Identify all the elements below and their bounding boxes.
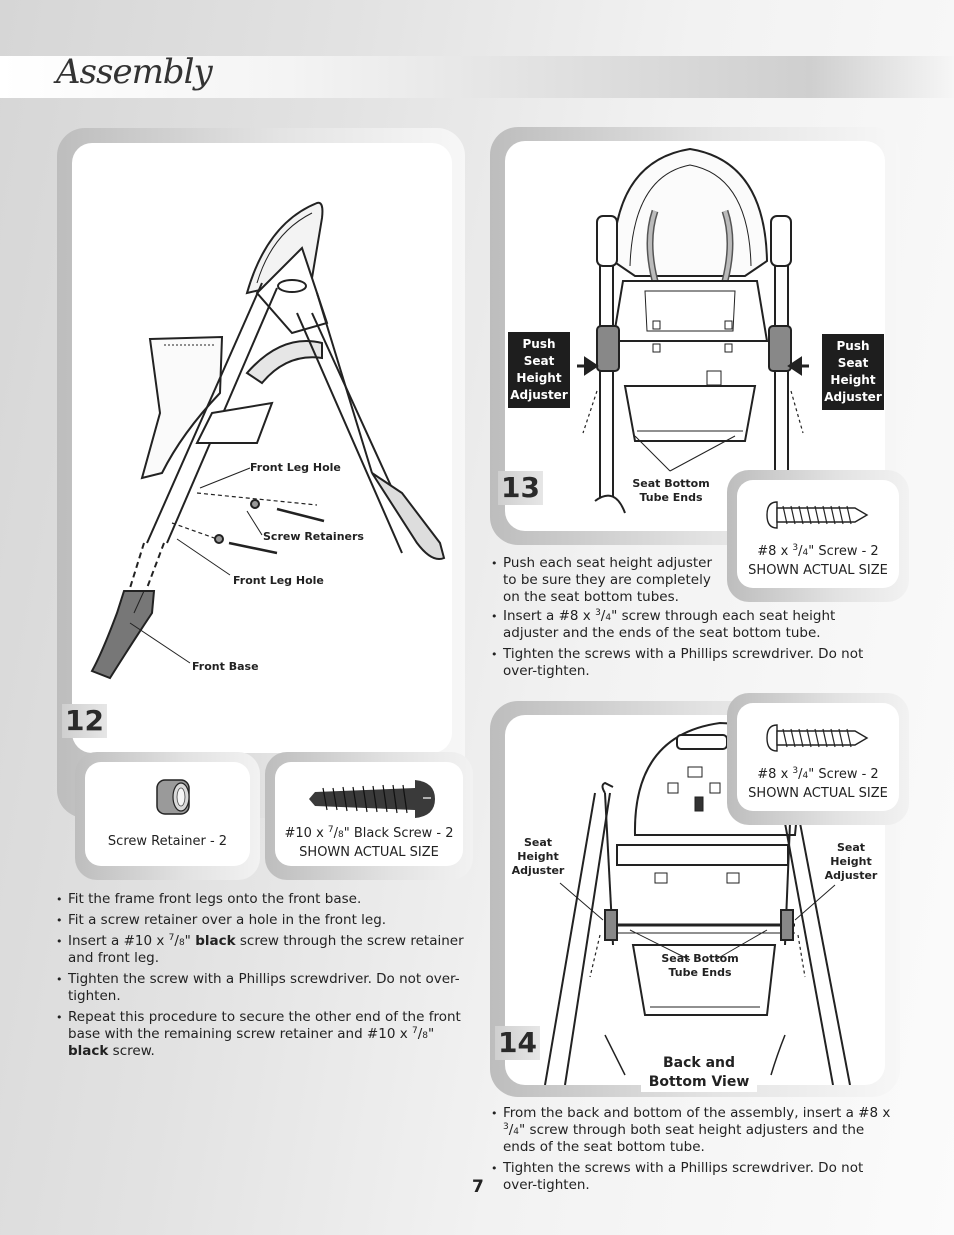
screw-8-label-13-a: #8 x [757, 544, 793, 559]
high-chair-front-view-illustration [577, 147, 809, 514]
callout-front-leg-hole-bottom: Front Leg Hole [233, 574, 324, 587]
step14-diagram [505, 715, 885, 1085]
step12-i3-den: 8 [178, 938, 185, 948]
screw-card-14: #8 x 3/4" Screw - 2 SHOWN ACTUAL SIZE [727, 693, 909, 825]
screw-card-14-inner: #8 x 3/4" Screw - 2 SHOWN ACTUAL SIZE [737, 703, 899, 811]
screw-8-actual-size-14: SHOWN ACTUAL SIZE [748, 786, 888, 801]
step12-i3-b: " [184, 933, 196, 949]
push-seat-height-adjuster-left: Push Seat Height Adjuster [508, 332, 570, 408]
step12-panel [72, 143, 452, 753]
step13-instructions: Insert a #8 x 3/4" screw through each se… [491, 608, 891, 684]
callout-front-leg-hole-top: Front Leg Hole [250, 461, 341, 474]
step14-i1-a: From the back and bottom of the assembly… [503, 1105, 891, 1121]
black-screw-card-inner: #10 x 7/8" Black Screw - 2 SHOWN ACTUAL … [275, 762, 463, 866]
step13-instruction-2: Insert a #8 x 3/4" screw through each se… [491, 608, 891, 642]
high-chair-back-bottom-view-illustration [544, 721, 851, 1085]
screw-8-actual-size-13: SHOWN ACTUAL SIZE [748, 563, 888, 578]
black-screw-actual-size: SHOWN ACTUAL SIZE [299, 845, 439, 860]
screw-retainer-label: Screw Retainer - 2 [107, 834, 228, 849]
screw-retainer-card: Screw Retainer - 2 [75, 752, 260, 880]
step13-instruction-1: Push each seat height adjuster to be sur… [491, 555, 713, 606]
step12-i5-c: screw. [108, 1043, 155, 1059]
step13-i2-b: " screw through each seat height adjuste… [503, 608, 836, 641]
page-number: 7 [472, 1177, 484, 1197]
step13-i2-a: Insert a #8 x [503, 608, 596, 624]
back-and-bottom-view-label: Back and Bottom View [641, 1054, 757, 1092]
page-title: Assembly [56, 52, 213, 92]
step13-instruction-3: Tighten the screws with a Phillips screw… [491, 646, 891, 680]
screw-8-label-14-num: 3 [792, 766, 799, 776]
screw-8-icon-14 [766, 724, 869, 752]
step12-i3-c: screw through the screw retainer and fro… [68, 933, 464, 966]
step12-instruction-5: Repeat this procedure to secure the othe… [56, 1009, 468, 1060]
step13-instructions-first: Push each seat height adjuster to be sur… [491, 555, 713, 610]
step14-i1-num: 3 [503, 1122, 509, 1132]
seat-bottom-tube-ends-14: Seat Bottom Tube Ends [661, 952, 739, 979]
step12-i5-b: " [428, 1026, 435, 1042]
black-screw-label-a: #10 x [284, 826, 328, 841]
screw-8-label-14-b: " Screw - 2 [808, 767, 879, 782]
step12-instruction-2: Fit a screw retainer over a hole in the … [56, 912, 468, 929]
step12-instruction-3: Insert a #10 x 7/8" black screw through … [56, 933, 468, 967]
high-chair-side-view-illustration [90, 201, 446, 680]
screw-8-label-14: #8 x 3/4" Screw - 2 SHOWN ACTUAL SIZE [748, 766, 888, 802]
step12-i5-num: 7 [412, 1026, 418, 1036]
step12-i3-a: Insert a #10 x [68, 933, 169, 949]
black-screw-card: #10 x 7/8" Black Screw - 2 SHOWN ACTUAL … [265, 752, 473, 880]
screw-8-label-14-a: #8 x [757, 767, 793, 782]
black-screw-label-den: 8 [338, 830, 344, 840]
step12-instruction-4: Tighten the screw with a Phillips screwd… [56, 971, 468, 1005]
push-seat-height-adjuster-right: Push Seat Height Adjuster [822, 334, 884, 410]
seat-height-adjuster-left-14: Seat Height Adjuster [511, 836, 565, 877]
step-number-12: 12 [62, 704, 107, 738]
seat-bottom-tube-ends-13: Seat Bottom Tube Ends [632, 477, 710, 504]
step14-instructions: From the back and bottom of the assembly… [491, 1105, 891, 1198]
step12-i5-bold: black [68, 1043, 109, 1059]
step14-i1-b: " screw through both seat height adjuste… [503, 1122, 865, 1155]
step14-i1-den: 4 [513, 1127, 520, 1137]
step12-i5-a: Repeat this procedure to secure the othe… [68, 1009, 461, 1042]
screw-8-label-13-num: 3 [792, 543, 799, 553]
black-screw-icon [309, 780, 435, 818]
black-screw-label: #10 x 7/8" Black Screw - 2 SHOWN ACTUAL … [284, 825, 454, 861]
step14-instruction-2: Tighten the screws with a Phillips screw… [491, 1160, 891, 1194]
step12-i3-bold: black [195, 933, 236, 949]
step13-i2-num: 3 [595, 608, 601, 618]
step13-i2-den: 4 [605, 613, 612, 623]
step12-instructions: Fit the frame front legs onto the front … [56, 891, 468, 1064]
screw-card-13-inner: #8 x 3/4" Screw - 2 SHOWN ACTUAL SIZE [737, 480, 899, 588]
callout-screw-retainers: Screw Retainers [263, 530, 364, 543]
screw-retainer-icon [156, 779, 190, 815]
step14-instruction-1: From the back and bottom of the assembly… [491, 1105, 891, 1156]
screw-8-icon-13 [766, 501, 869, 529]
step12-i5-den: 8 [422, 1031, 429, 1041]
seat-height-adjuster-right-14: Seat Height Adjuster [824, 841, 878, 882]
screw-8-label-14-den: 4 [802, 771, 809, 781]
screw-card-13: #8 x 3/4" Screw - 2 SHOWN ACTUAL SIZE [727, 470, 909, 602]
step12-instruction-1: Fit the frame front legs onto the front … [56, 891, 468, 908]
title-band [0, 56, 954, 98]
black-screw-label-num: 7 [327, 825, 334, 835]
black-screw-label-b: " Black Screw - 2 [343, 826, 454, 841]
step-number-13: 13 [498, 471, 543, 505]
step-number-14: 14 [495, 1026, 540, 1060]
screw-8-label-13-b: " Screw - 2 [808, 544, 879, 559]
screw-8-label-13-den: 4 [802, 548, 809, 558]
screw-retainer-card-inner: Screw Retainer - 2 [85, 762, 250, 866]
step13-diagram [505, 141, 885, 531]
screw-8-label-13: #8 x 3/4" Screw - 2 SHOWN ACTUAL SIZE [748, 543, 888, 579]
step12-i3-num: 7 [168, 933, 175, 943]
step12-diagram [72, 143, 452, 753]
callout-front-base: Front Base [192, 660, 259, 673]
